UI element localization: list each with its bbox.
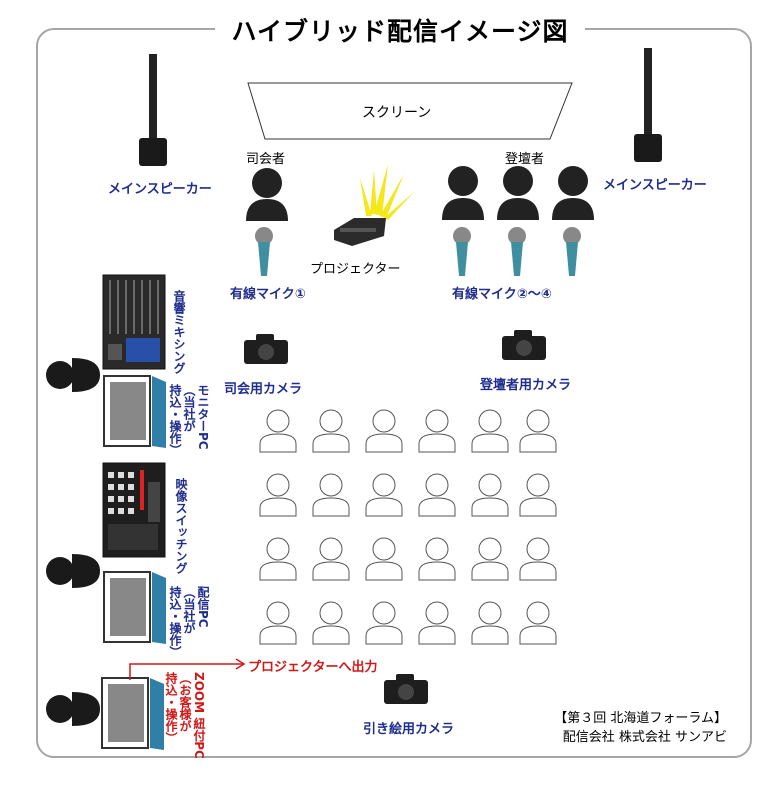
mixer-label: 音響ミキシング: [172, 290, 186, 374]
speakers-label: 登壇者: [505, 152, 545, 167]
mc-camera-label: 司会用カメラ: [224, 382, 303, 397]
diagram-title: ハイブリッド配信イメージ図: [215, 14, 585, 50]
speaker-camera-label: 登壇者用カメラ: [480, 378, 572, 393]
left-speaker-icon: [139, 54, 167, 166]
speaker-mics-icon: [453, 227, 581, 276]
monitor-pc-icon: [103, 375, 166, 448]
projector-output-arrow: [129, 658, 246, 680]
wide-camera-icon: [384, 674, 428, 704]
projector-label: プロジェクター: [310, 262, 401, 277]
mc-mic-label: 有線マイク①: [230, 287, 306, 302]
mc-person-icon: [246, 168, 288, 221]
footer-event: 【第３回 北海道フォーラム】: [554, 711, 727, 726]
mc-mic-icon: [255, 227, 273, 276]
footer-company: 配信会社 株式会社 サンアビ: [562, 730, 727, 745]
stream-pc-icon: [103, 571, 166, 644]
zoom-pc-label: ZOOM 紐付PC （お客様が 持込・操作）: [164, 672, 206, 759]
footer: 【第３回 北海道フォーラム】 配信会社 株式会社 サンアビ: [554, 709, 727, 747]
projector-icon: [334, 164, 414, 246]
speaker-persons-icon: [442, 166, 594, 220]
wide-camera-label: 引き絵用カメラ: [363, 722, 455, 737]
switcher-label: 映像スイッチング: [174, 478, 188, 574]
operator3-icon: [46, 692, 100, 726]
zoom-pc-icon: [101, 677, 164, 750]
monitor-pc-label: モニターPC （当社が 持込・操作）: [168, 384, 210, 456]
right-speaker-icon: [634, 48, 662, 162]
stream-pc-label: 配信PC （当社が 持込・操作）: [168, 586, 210, 658]
operator2-icon: [46, 554, 100, 588]
operator1-icon: [46, 358, 100, 392]
screen-shape: [247, 82, 573, 140]
audience-grid: [259, 409, 557, 645]
speaker-mics-label: 有線マイク②～④: [452, 287, 552, 302]
mc-label: 司会者: [246, 152, 286, 167]
projector-output-label: プロジェクターへ出力: [248, 660, 378, 675]
mixer-icon: [102, 274, 166, 370]
left-speaker-label: メインスピーカー: [108, 182, 212, 197]
mc-camera-icon: [244, 334, 288, 364]
speaker-camera-icon: [502, 330, 546, 360]
screen-label: スクリーン: [362, 105, 432, 121]
switcher-icon: [102, 462, 166, 558]
right-speaker-label: メインスピーカー: [603, 178, 707, 193]
